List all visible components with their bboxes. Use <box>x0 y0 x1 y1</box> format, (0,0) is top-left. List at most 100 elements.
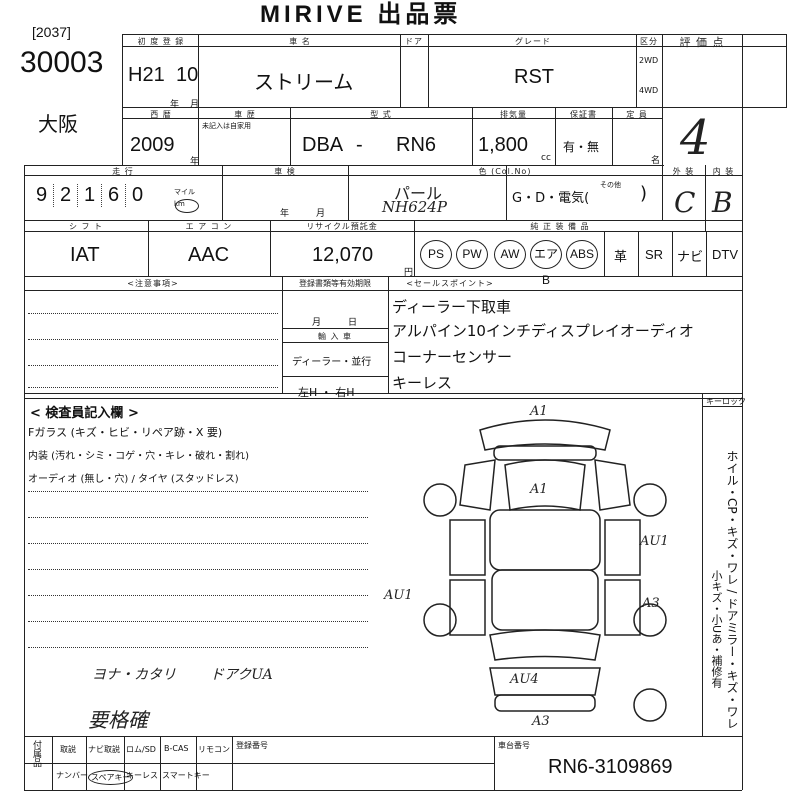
damage-mark-au1-left: AU1 <box>384 588 413 603</box>
handwritten-note-1: ヨナ・カタリ <box>92 667 176 683</box>
lot-number: 30003 <box>20 46 104 79</box>
equipment-leather: 革 <box>614 250 628 265</box>
era-suffix: 年 <box>170 100 180 110</box>
month-suffix: 月 <box>190 100 200 110</box>
car-name-header: 車 名 <box>289 37 311 46</box>
sales-point-header: <セールスポイント> <box>406 279 494 288</box>
shift-value: IAT <box>70 244 100 266</box>
aircon-value: AAC <box>188 244 230 266</box>
handwritten-note-2: ドアクUA <box>210 667 273 683</box>
first-reg-month: 10 <box>176 64 199 86</box>
inspector-line <box>28 568 368 570</box>
drive-4wd: 4WD <box>639 86 659 95</box>
year-suffix: 年 <box>190 157 200 167</box>
rating-header: 評 価 点 <box>679 36 725 49</box>
damage-mark-a3-bottom: A3 <box>532 714 550 729</box>
mileage-digit: 9 <box>30 184 54 207</box>
damage-legend: ホイル・CP・キズ・ワレ / ドアミラー・キズ・ワレ <box>725 450 739 730</box>
inspector-line <box>28 516 368 518</box>
chassis-number: RN6-3109869 <box>548 756 673 778</box>
inspector-line <box>28 594 368 596</box>
damage-mark-au4: AU4 <box>510 672 539 687</box>
aircon-header: エ ア コ ン <box>185 222 233 231</box>
keylock-label: キーロック <box>706 397 746 406</box>
damage-legend-2: 小キズ・小Uあ・補修有 <box>710 570 723 689</box>
exterior-grade: C <box>674 186 696 219</box>
equipment-ps: PS <box>420 240 452 269</box>
import-options: ディーラー・並行 <box>292 357 372 368</box>
accessory-number: ナンバー <box>56 771 88 780</box>
reg-doc-header: 登録書類等有効期限 <box>299 279 371 288</box>
cc-suffix: cc <box>541 153 551 163</box>
color-other: その他 <box>600 181 621 189</box>
handle-options: 左H ・ 右H <box>298 386 355 399</box>
notes-line <box>28 338 278 340</box>
form-title: MIRIVE 出品票 <box>260 1 462 28</box>
inspector-line <box>28 490 368 492</box>
equipment-abs: ABS <box>566 240 598 269</box>
accessory-navi-manual: ナビ取説 <box>88 745 120 754</box>
year-header: 西 暦 <box>150 110 172 119</box>
year-value: 2009 <box>130 134 175 156</box>
type-header: 型 式 <box>370 110 392 119</box>
lot-bracket-number: [2037] <box>32 24 71 40</box>
shift-header: シ フ ト <box>68 222 104 231</box>
mileage-digit: 6 <box>102 184 126 207</box>
inspector-line <box>28 542 368 544</box>
equipment-header: 純 正 装 備 品 <box>530 222 590 231</box>
accessory-manual: 取説 <box>60 745 76 754</box>
car-diagram <box>423 419 667 722</box>
mileage-digit: 0 <box>131 184 144 206</box>
inspector-line <box>28 646 368 648</box>
history-header: 車 歴 <box>234 110 256 119</box>
mileage-digits: 9 2 1 6 0 <box>30 184 149 207</box>
accessory-spare-key: スペアキー <box>88 770 134 785</box>
equipment-dtv: DTV <box>712 247 738 262</box>
color-number: NH624P <box>382 198 447 216</box>
history-note: 未記入は自家用 <box>202 122 251 130</box>
accessory-smart-key: スマートキー <box>162 771 210 780</box>
yen-suffix: 円 <box>404 268 414 278</box>
people-suffix: 名 <box>651 156 661 166</box>
accessory-rom-sd: ロム/SD <box>126 745 156 754</box>
rating-value: 4 <box>680 110 711 166</box>
recycle-fee-value: 12,070 <box>312 244 374 266</box>
warranty-options: 有・無 <box>563 140 600 154</box>
damage-mark-a1-mid: A1 <box>530 482 548 497</box>
mileage-digit: 1 <box>78 184 102 207</box>
notes-line <box>28 312 278 314</box>
type-prefix: DBA <box>302 134 344 156</box>
lot-location: 大阪 <box>38 112 78 136</box>
car-name: ストリーム <box>254 72 354 94</box>
accessories-side-label: 付属品 <box>31 740 41 767</box>
door-header: ドア <box>405 37 423 46</box>
first-reg-era: H21 <box>128 64 165 86</box>
model-value: RN6 <box>396 134 437 156</box>
color-close-paren: ) <box>640 183 648 204</box>
displacement-value: 1,800 <box>478 134 529 156</box>
exterior-header: 外 装 <box>672 167 695 176</box>
equipment-aw: AW <box>494 240 526 269</box>
sales-point-1: ディーラー下取車 <box>392 298 511 316</box>
shaken-year-month: 年 月 <box>280 209 326 219</box>
km-circle <box>175 199 199 213</box>
sales-point-3: コーナーセンサー <box>392 348 513 366</box>
notes-header: <注意事項> <box>127 279 179 288</box>
type-separator: - <box>356 134 363 156</box>
equipment-navi: ナビ <box>677 250 704 265</box>
warranty-header: 保証書 <box>570 110 597 119</box>
inspector-line-3: オーディオ (無し・穴) / タイヤ (スタッドレス) <box>28 474 239 485</box>
inspector-line <box>28 620 368 622</box>
sales-point-4: キーレス <box>392 374 453 392</box>
interior-header: 内 装 <box>712 167 735 176</box>
damage-mark-a1-top: A1 <box>530 404 548 419</box>
accessory-remote: リモコン <box>198 745 230 754</box>
handwritten-note-3: 要格確 <box>88 708 148 732</box>
color-value: パール <box>394 184 443 203</box>
inspector-line-2: 内装 (汚れ・シミ・コゲ・穴・キレ・破れ・割れ) <box>28 451 249 462</box>
drive-header: 区分 <box>640 37 658 46</box>
reg-number-label: 登録番号 <box>236 741 268 750</box>
inspector-line-1: Fガラス (キズ・ヒビ・リペア跡・X 要) <box>28 426 223 439</box>
notes-line <box>28 386 278 388</box>
mileage-digit: 2 <box>54 184 78 207</box>
